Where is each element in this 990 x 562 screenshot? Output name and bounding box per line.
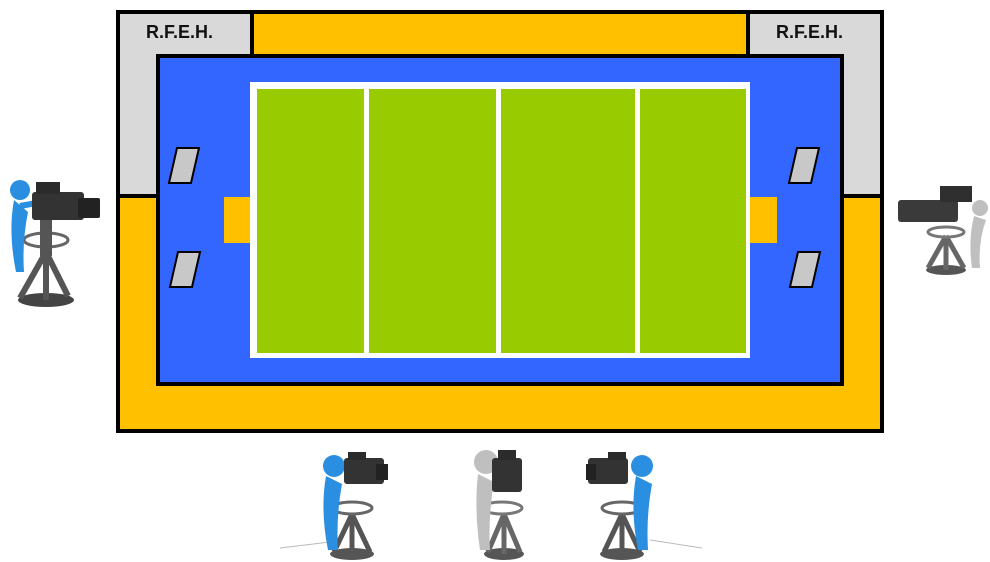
corner-label-left: R.F.E.H. <box>146 22 213 43</box>
camera-operator-icon <box>898 186 988 275</box>
camera-operator-icon <box>10 180 100 307</box>
court-zone-1 <box>257 89 364 353</box>
corner-label-right: R.F.E.H. <box>776 22 843 43</box>
court-zone-2 <box>369 89 496 353</box>
goal-area-right <box>750 197 777 243</box>
camera-operator-icon <box>474 450 524 560</box>
court-zone-3 <box>501 89 635 353</box>
camera-operator-icon <box>280 452 388 560</box>
court-zone-4 <box>640 89 746 353</box>
goal-area-left <box>224 197 250 243</box>
camera-operator-icon <box>586 452 702 560</box>
